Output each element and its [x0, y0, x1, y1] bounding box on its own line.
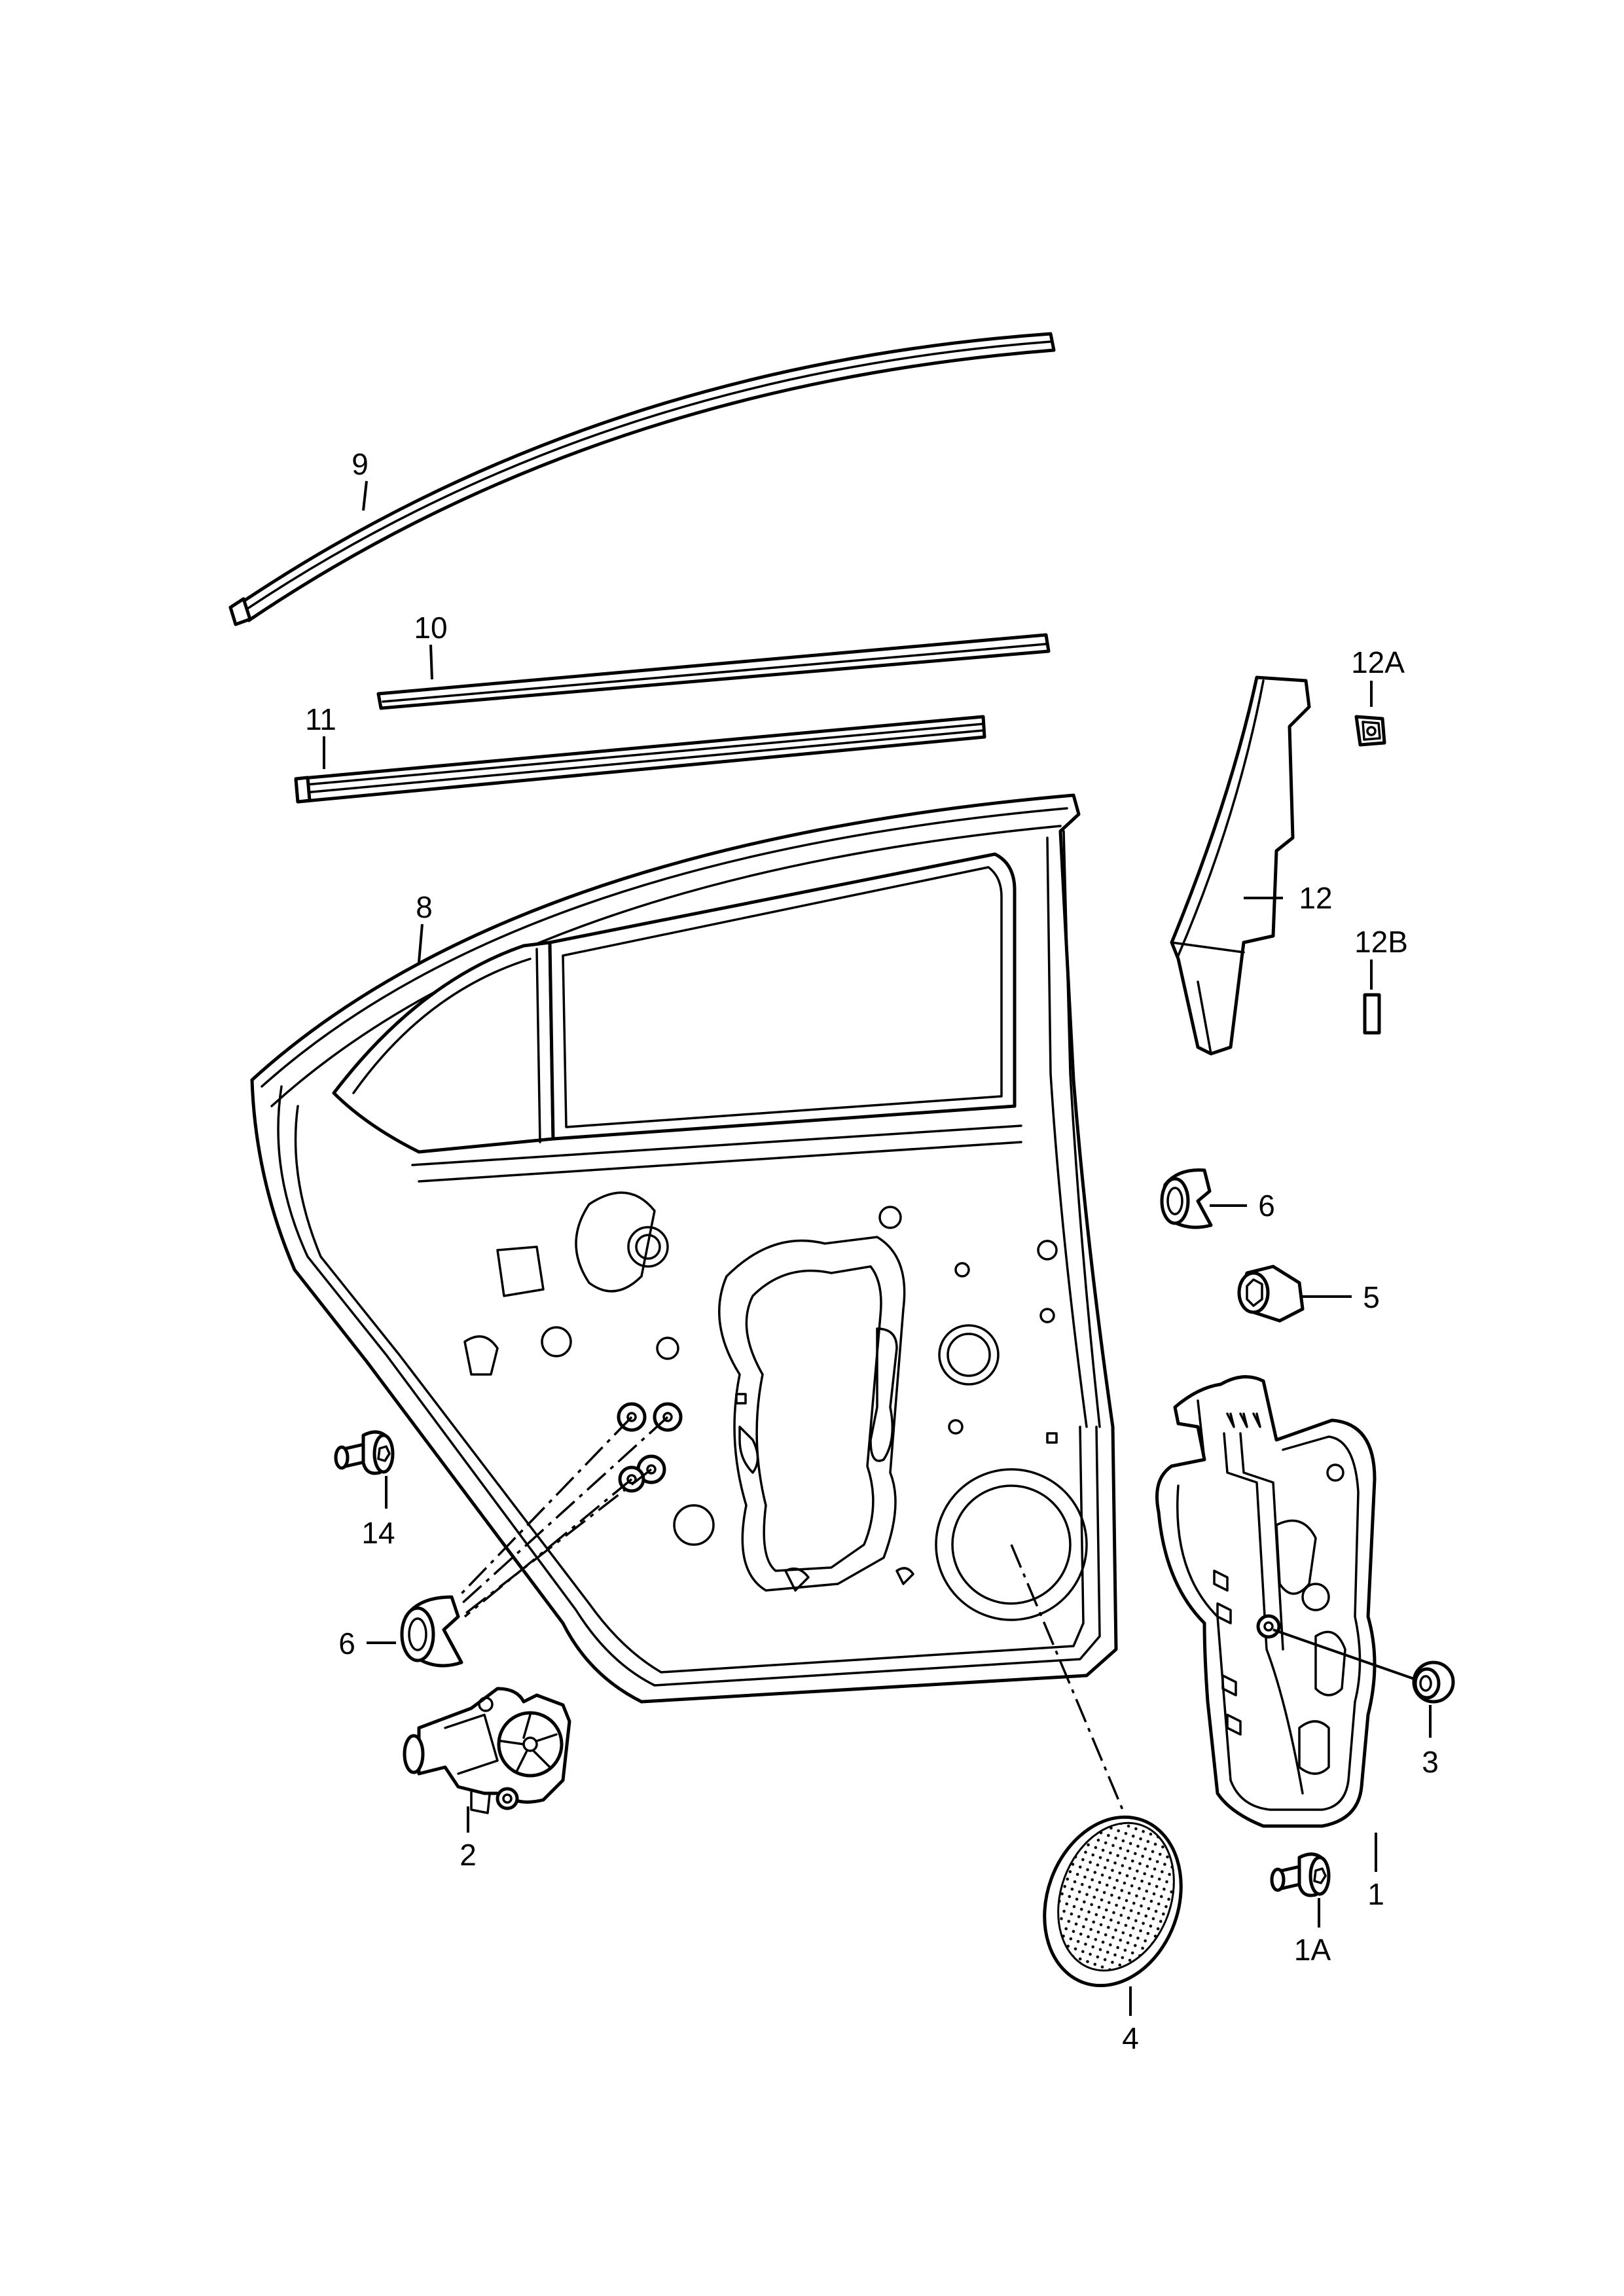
assembly-lines [457, 1416, 1415, 1810]
callout-3: 3 [1422, 1745, 1439, 1779]
nut-5[interactable] [1237, 1265, 1305, 1323]
door-shell-8[interactable] [250, 793, 1118, 1704]
callout-9: 9 [352, 447, 369, 481]
speaker-cover-4[interactable] [1022, 1798, 1204, 2005]
callout-12a: 12A [1351, 645, 1405, 679]
callout-6-lower: 6 [338, 1626, 355, 1660]
leader-lines [323, 480, 1432, 2016]
window-regulator-1[interactable] [1155, 1375, 1377, 1828]
callout-1: 1 [1367, 1877, 1384, 1911]
bolt-1a[interactable] [1270, 1852, 1331, 1897]
grommet-6-upper[interactable] [1160, 1168, 1213, 1229]
callout-12b: 12B [1354, 925, 1408, 959]
grommet-6-lower[interactable] [400, 1595, 463, 1668]
pillar-trim-12[interactable] [1170, 675, 1311, 1056]
callout-8: 8 [416, 890, 433, 924]
tape-12b[interactable] [1363, 993, 1381, 1035]
callout-1a: 1A [1294, 1933, 1331, 1967]
callout-12: 12 [1299, 881, 1332, 915]
callout-6-upper: 6 [1258, 1189, 1275, 1223]
callout-5: 5 [1363, 1280, 1380, 1314]
callout-14: 14 [361, 1516, 395, 1550]
frame-trim-strip-9[interactable] [228, 332, 1056, 626]
window-motor-2[interactable] [403, 1687, 571, 1814]
nut-3[interactable] [1412, 1660, 1455, 1704]
window-seal-10[interactable] [376, 633, 1051, 710]
callout-10: 10 [414, 611, 447, 645]
callout-4: 4 [1122, 2021, 1139, 2055]
callout-labels: 9 10 11 8 12 12A 12B 6 5 3 1 1A 4 2 6 14 [305, 447, 1439, 2055]
window-seal-11[interactable] [294, 715, 986, 804]
clip-12a[interactable] [1354, 715, 1386, 747]
callout-11: 11 [305, 702, 336, 736]
bolt-14[interactable] [334, 1430, 395, 1475]
callout-2: 2 [460, 1838, 477, 1872]
